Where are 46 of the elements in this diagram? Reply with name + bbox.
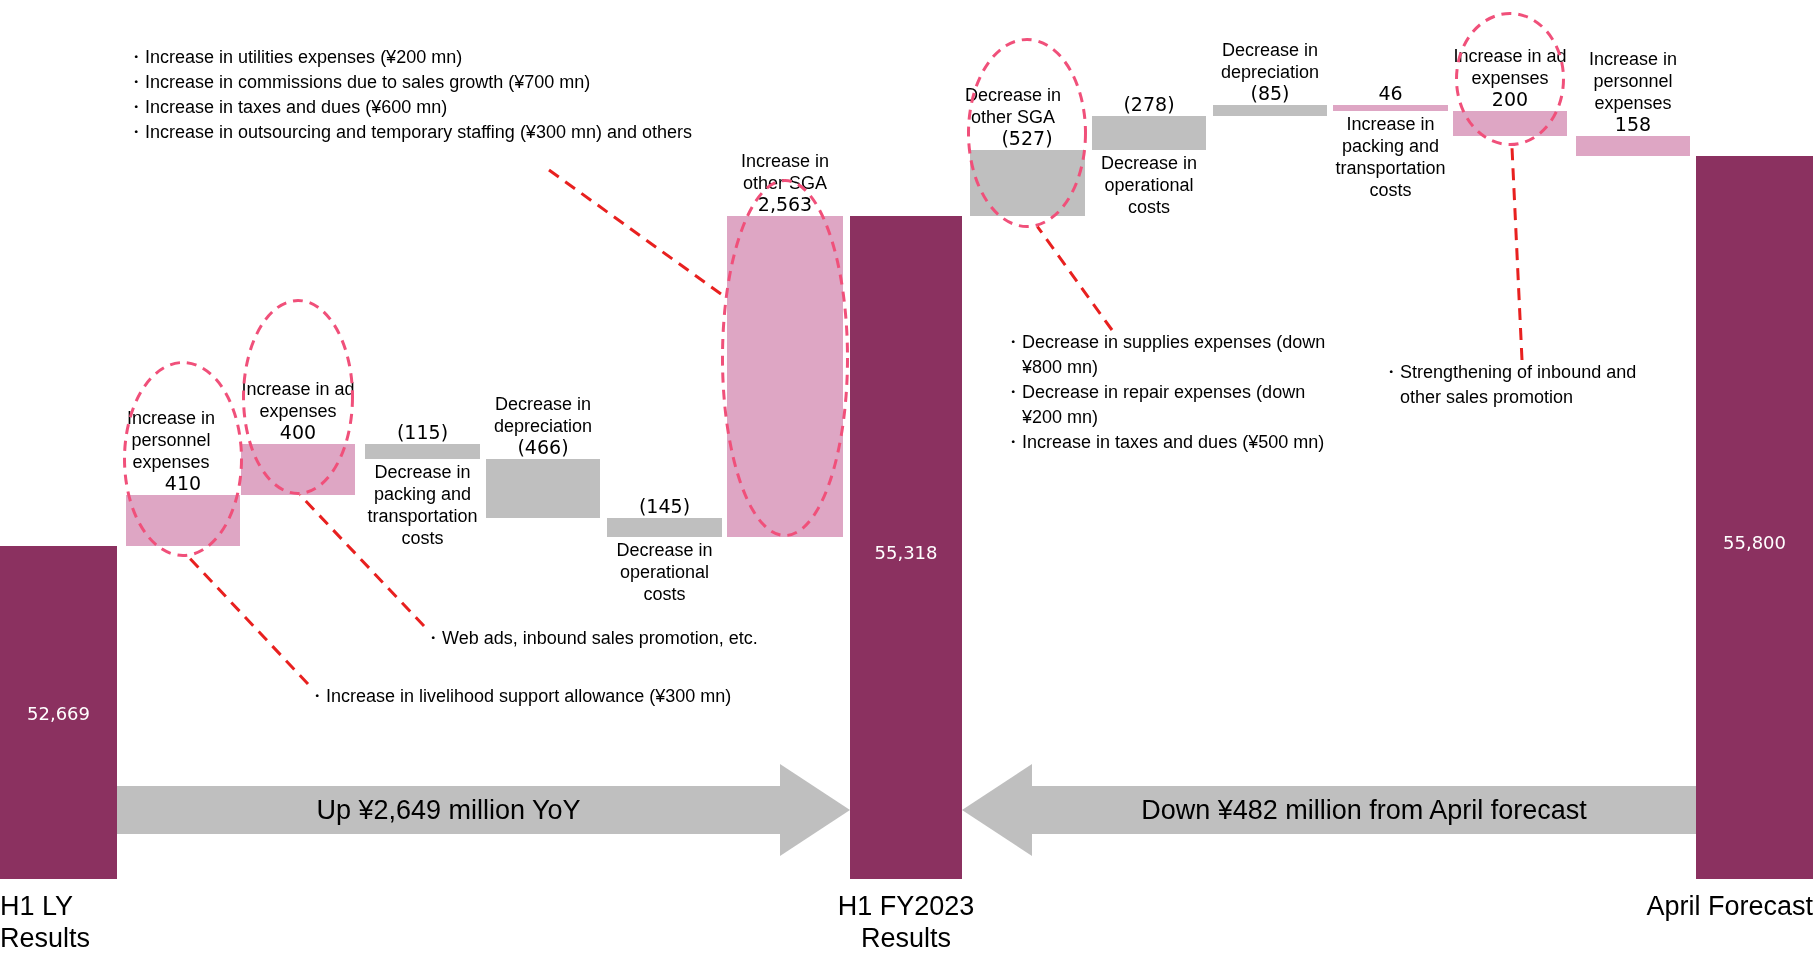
value-label: 158 <box>1614 114 1652 135</box>
category-label: Increase in personnel expenses <box>1587 48 1679 114</box>
arrow-label: Down ¥482 million from April forecast <box>1141 794 1587 826</box>
value-label: (278) <box>1123 94 1175 115</box>
note-text: ・Increase in utilities expenses (¥200 mn) <box>127 46 464 69</box>
value-label: (466) <box>517 437 569 458</box>
value-label: (145) <box>638 496 691 517</box>
value-label: 410 <box>164 473 202 494</box>
category-label: Decrease in other SGA <box>963 84 1062 128</box>
note-text: ・Increase in livelihood support allowance (¥300 mn) <box>308 685 733 708</box>
note-text: ・Increase in outsourcing and temporary staffing (¥300 mn) and others <box>127 121 692 144</box>
note-text: ・Increase in taxes and dues (¥600 mn) <box>127 96 449 119</box>
value-label: 400 <box>279 422 317 443</box>
value-label: (115) <box>396 422 449 443</box>
value-label: (85) <box>1250 83 1290 104</box>
value-label: 200 <box>1491 89 1529 110</box>
value-label: 46 <box>1378 83 1403 104</box>
value-label: 55,318 <box>873 542 939 564</box>
leader-line <box>298 493 426 628</box>
leader-line <box>187 555 310 686</box>
note-text: ・Increase in commissions due to sales growth (¥700 mn) <box>127 71 592 94</box>
category-label: H1 FY2023 Results <box>836 890 976 954</box>
category-label: Decrease in operational costs <box>615 539 714 605</box>
note-text: ・Decrease in repair expenses (down ¥200 mn) <box>1004 381 1307 429</box>
category-label: Decrease in operational costs <box>1099 152 1198 218</box>
value-label: 2,563 <box>757 194 813 215</box>
value-label: (527) <box>1001 128 1053 149</box>
category-label: Increase in ad expenses <box>1452 45 1568 89</box>
arrow-label: Up ¥2,649 million YoY <box>316 794 581 826</box>
leader-line <box>1510 145 1524 361</box>
note-text: ・Web ads, inbound sales promotion, etc. <box>424 627 759 650</box>
category-label: Decrease in depreciation <box>1219 39 1321 83</box>
category-label: H1 LY Results <box>0 890 92 954</box>
category-label: Increase in personnel expenses <box>125 407 217 473</box>
category-label: Decrease in packing and transportation costs <box>366 461 479 549</box>
value-label: 52,669 <box>26 703 91 725</box>
note-text: ・Strengthening of inbound and other sales promotion <box>1382 361 1638 409</box>
note-text: ・Decrease in supplies expenses (down ¥800 mn) <box>1004 331 1327 379</box>
leader-line <box>1036 225 1114 331</box>
category-label: April Forecast <box>1645 890 1813 922</box>
category-label: Increase in packing and transportation costs <box>1334 113 1447 201</box>
block-arrow <box>962 764 1696 856</box>
value-label: 55,800 <box>1722 532 1787 554</box>
note-text: ・Increase in taxes and dues (¥500 mn) <box>1004 431 1326 454</box>
block-arrow <box>117 764 850 856</box>
category-label: Decrease in depreciation <box>492 393 594 437</box>
